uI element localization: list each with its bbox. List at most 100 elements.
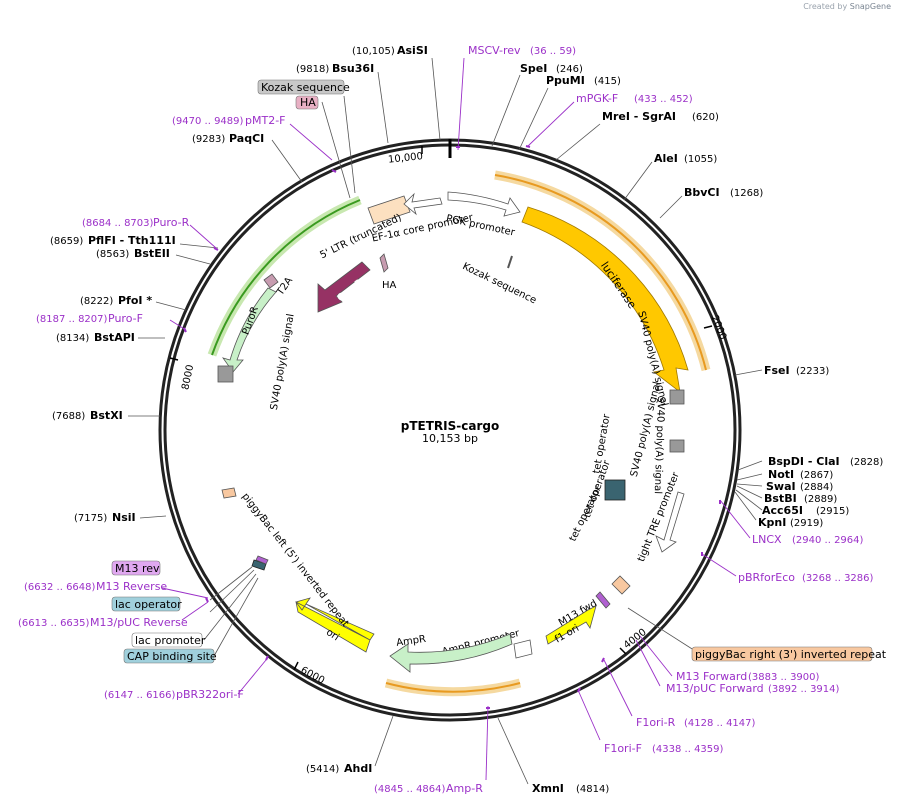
boxed-feature-labels: Kozak sequence HA M13 rev lac operator l… [111, 79, 887, 664]
ori-strand [385, 682, 521, 693]
mscv-pos: (36 .. 59) [530, 46, 576, 57]
f1ori-arrow[interactable] [545, 605, 597, 645]
nsii-name: NsiI [112, 511, 136, 524]
pbr322-name: pBR322ori-F [176, 688, 244, 701]
bstxi-pos: (7688) [52, 411, 85, 422]
pmt2-pos: (9470 .. 9489) [172, 116, 244, 127]
f1orir-pos: (4128 .. 4147) [684, 718, 756, 729]
pfoi-pos: (8222) [80, 296, 113, 307]
credit-brand: SnapGene [849, 2, 891, 11]
lncx-name: LNCX [752, 533, 782, 546]
acc65i-name: Acc65I [762, 504, 803, 517]
pbright-box-label: piggyBac right (3') inverted repeat [695, 648, 887, 661]
ha-label-box[interactable] [295, 95, 319, 110]
puror-pos: (8684 .. 8703) [82, 218, 154, 229]
bstxi-name: BstXI [90, 409, 123, 422]
noti-pos: (2867) [800, 470, 833, 481]
puror-name: Puro-R [153, 216, 190, 229]
ahdi-name: AhdI [344, 762, 372, 775]
m13rev-pos: (6632 .. 6648) [24, 582, 96, 593]
kozak-box[interactable] [257, 79, 345, 95]
lacprom-box[interactable] [131, 632, 203, 648]
pbrfor-name: pBRforEco [738, 571, 795, 584]
m13rev-box[interactable] [111, 560, 161, 576]
puror-label: PuroR [241, 305, 261, 336]
puro-strand [211, 199, 361, 356]
lacop-box-label: lac operator [115, 598, 182, 611]
cap-box-label: CAP binding site [127, 650, 217, 663]
tre-arrow [655, 491, 685, 553]
ampr-arrow[interactable] [389, 633, 513, 673]
f1orif-name: F1ori-F [604, 742, 642, 755]
kozak-feature-label: Kozak sequence [461, 261, 538, 306]
nsii-pos: (7175) [74, 513, 107, 524]
puror-arrow[interactable] [222, 287, 277, 373]
mpgk-name: mPGK-F [576, 92, 618, 105]
ori-arrow[interactable] [295, 597, 375, 653]
asisi-name: AsiSI [397, 44, 428, 57]
m13rev-mark [255, 555, 269, 565]
acc65i-pos: (2915) [816, 506, 849, 517]
amppromoter-arrow [513, 639, 533, 659]
tick-6000-mark [293, 661, 299, 671]
sv40-box-4 [217, 365, 234, 383]
pgk-arrow [447, 191, 521, 217]
spei-pos: (246) [556, 64, 583, 75]
cymr-arrow[interactable] [317, 261, 371, 313]
swai-pos: (2884) [800, 482, 833, 493]
tick-4000-mark [619, 647, 627, 655]
luciferase-arrow[interactable] [521, 206, 689, 393]
mpgk-pos: (433 .. 452) [634, 94, 693, 105]
asisi-pos: (10,105) [352, 46, 395, 57]
ppumi-pos: (415) [594, 76, 621, 87]
pfoi-name: PfoI * [118, 294, 152, 307]
bsu36i-name: Bsu36I [332, 62, 374, 75]
bstapi-name: BstAPI [94, 331, 135, 344]
tet-operator-block [604, 479, 626, 501]
pbright-label-box[interactable] [691, 646, 873, 662]
plasmid-size: 10,153 bp [422, 432, 478, 445]
xmni-pos: (4814) [576, 784, 609, 795]
xmni-name: XmnI [532, 782, 564, 795]
cap-box[interactable] [123, 648, 215, 664]
lacprom-box-label: lac promoter [135, 634, 206, 647]
swai-name: SwaI [766, 480, 796, 493]
kozak-box-label: Kozak sequence [261, 81, 350, 94]
tick-10000: 10,000 [388, 151, 424, 166]
ampr-label: AmpR [396, 634, 427, 649]
lncx-pos: (2940 .. 2964) [792, 535, 864, 546]
lacop-box[interactable] [111, 596, 181, 612]
pbrfor-pos: (3268 .. 3286) [802, 573, 874, 584]
bstapi-pos: (8134) [56, 333, 89, 344]
bspdi-pos: (2828) [850, 457, 883, 468]
bsu36i-pos: (9818) [296, 64, 329, 75]
m13rev-name: M13 Reverse [96, 580, 167, 593]
primer-labels: MSCV-rev (36 .. 59) mPGK-F (433 .. 452) … [18, 44, 874, 795]
mrei-pos: (620) [692, 112, 719, 123]
snapgene-credit: Created by SnapGene [803, 2, 891, 11]
bsteii-pos: (8563) [96, 249, 129, 260]
luciferase-strand [494, 174, 707, 371]
m13pucf-pos: (3892 .. 3914) [768, 684, 840, 695]
bsteii-name: BstEII [134, 247, 170, 260]
pbr322-pos: (6147 .. 6166) [104, 690, 176, 701]
f1orif-pos: (4338 .. 4359) [652, 744, 724, 755]
t2a-box [263, 273, 279, 289]
pflfi-name: PflFI - Tth111I [88, 234, 176, 247]
spei-name: SpeI [520, 62, 547, 75]
ampr-primer-name: Amp-R [446, 782, 483, 795]
plasmid-name: pTETRIS-cargo [401, 419, 499, 433]
paqci-name: PaqCI [229, 132, 264, 145]
purof-name: Puro-F [108, 312, 143, 325]
tick-8000-mark [169, 357, 179, 361]
m13puc-name: M13/pUC Reverse [90, 616, 188, 629]
kozak-mark [507, 255, 513, 269]
ef1a-arrow [403, 192, 443, 216]
noti-name: NotI [768, 468, 794, 481]
primer-marks [183, 145, 721, 709]
site-labels: (10,105) AsiSI (9818) Bsu36I (9283) PaqC… [50, 44, 883, 795]
alei-name: AleI [654, 152, 678, 165]
sv40-label-4: SV40 poly(A) signal [269, 313, 297, 411]
ha-box [379, 253, 389, 273]
